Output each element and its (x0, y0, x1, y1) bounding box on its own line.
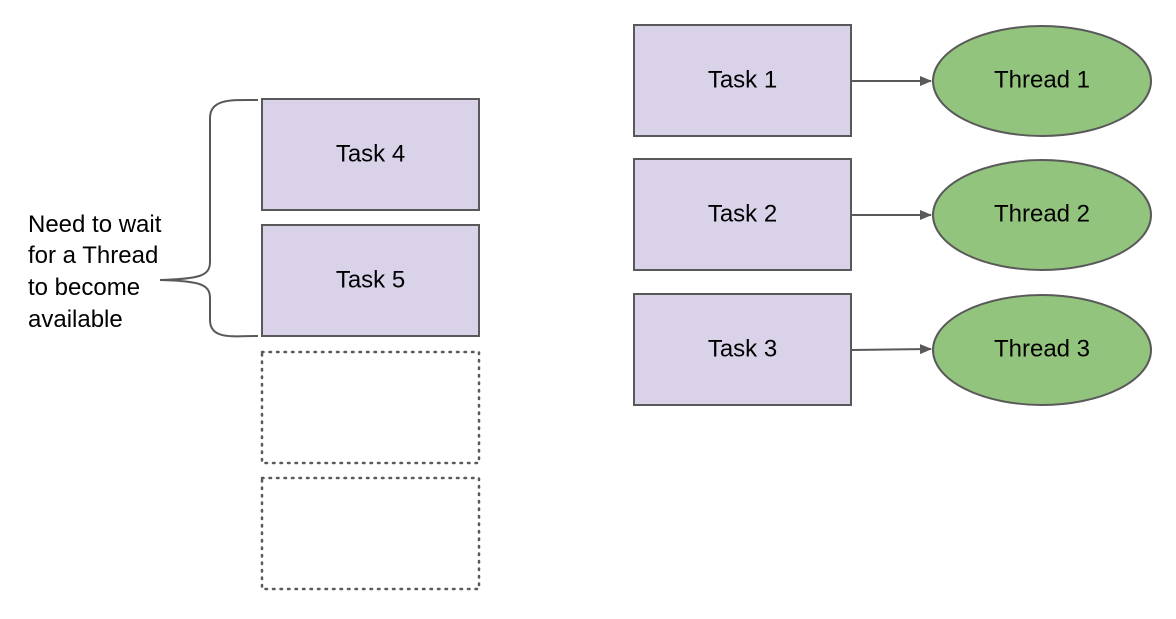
curly-brace (159, 98, 259, 338)
thread-node (932, 25, 1152, 137)
waiting-note-line: to become (28, 274, 140, 301)
waiting-note-line: Need to wait (28, 211, 162, 238)
running-tasks-group: Task 1 Thread 1 Task 2 Thread 2 Task 3 T… (633, 24, 1152, 406)
waiting-note-line: for a Thread (28, 242, 158, 269)
task-to-thread-arrow (851, 344, 932, 355)
task-label: Task 2 (708, 200, 777, 227)
waiting-note-line: available (28, 306, 123, 333)
task-box (633, 24, 852, 137)
waiting-note: Need to wait for a Thread to become avai… (28, 211, 168, 333)
empty-queue-slot (260, 350, 481, 465)
running-row: Task 1 Thread 1 (633, 24, 1152, 137)
thread-node (932, 159, 1152, 271)
task-box (633, 293, 852, 406)
task-label: Task 3 (708, 335, 777, 362)
task-label: Task 1 (708, 66, 777, 93)
running-row: Task 3 Thread 3 (633, 293, 1152, 406)
thread-label: Thread 1 (994, 66, 1090, 93)
queued-task-box (261, 224, 480, 337)
queued-task-label: Task 4 (336, 140, 405, 167)
thread-label: Thread 2 (994, 200, 1090, 227)
thread-node (932, 294, 1152, 406)
running-row: Task 2 Thread 2 (633, 158, 1152, 271)
waiting-queue-group: Task 4 Task 5 Need to wait for a Thread … (28, 98, 481, 591)
queued-task-box (261, 98, 480, 211)
thread-label: Thread 3 (994, 335, 1090, 362)
empty-queue-slot (260, 476, 481, 591)
task-box (633, 158, 852, 271)
queued-task-label: Task 5 (336, 266, 405, 293)
